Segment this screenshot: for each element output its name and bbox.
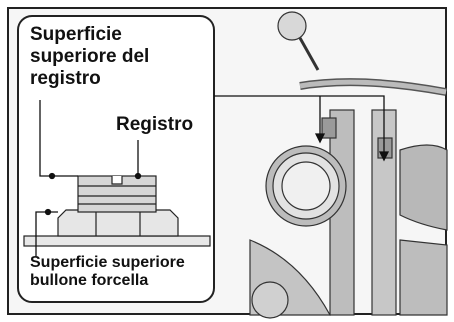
label-adjuster: Registro [116, 114, 194, 135]
adjuster-slot [111, 176, 123, 185]
label-line: bullone forcella [30, 272, 149, 290]
mirror-stem [298, 37, 320, 71]
label-line: Superficie superiore [30, 254, 185, 271]
mirror [277, 11, 307, 41]
label-top-surface-adjuster: Superficie superiore del registro [30, 24, 149, 90]
label-line: superiore del [30, 45, 150, 67]
base-plate [23, 235, 211, 247]
adjuster-illustration [23, 175, 211, 247]
fork-bolt [57, 209, 179, 237]
leader-top-surface [39, 100, 78, 177]
label-fork-bolt-top-surface: Superficie superiore bullone forcella [30, 254, 185, 291]
label-line: Superficie [30, 24, 122, 45]
leader-lines [35, 95, 390, 256]
adjuster-body [77, 175, 157, 213]
leader-to-bike [214, 95, 385, 156]
label-line: registro [30, 67, 101, 89]
fuel-tank [399, 144, 448, 231]
motorcycle-front [249, 11, 448, 319]
